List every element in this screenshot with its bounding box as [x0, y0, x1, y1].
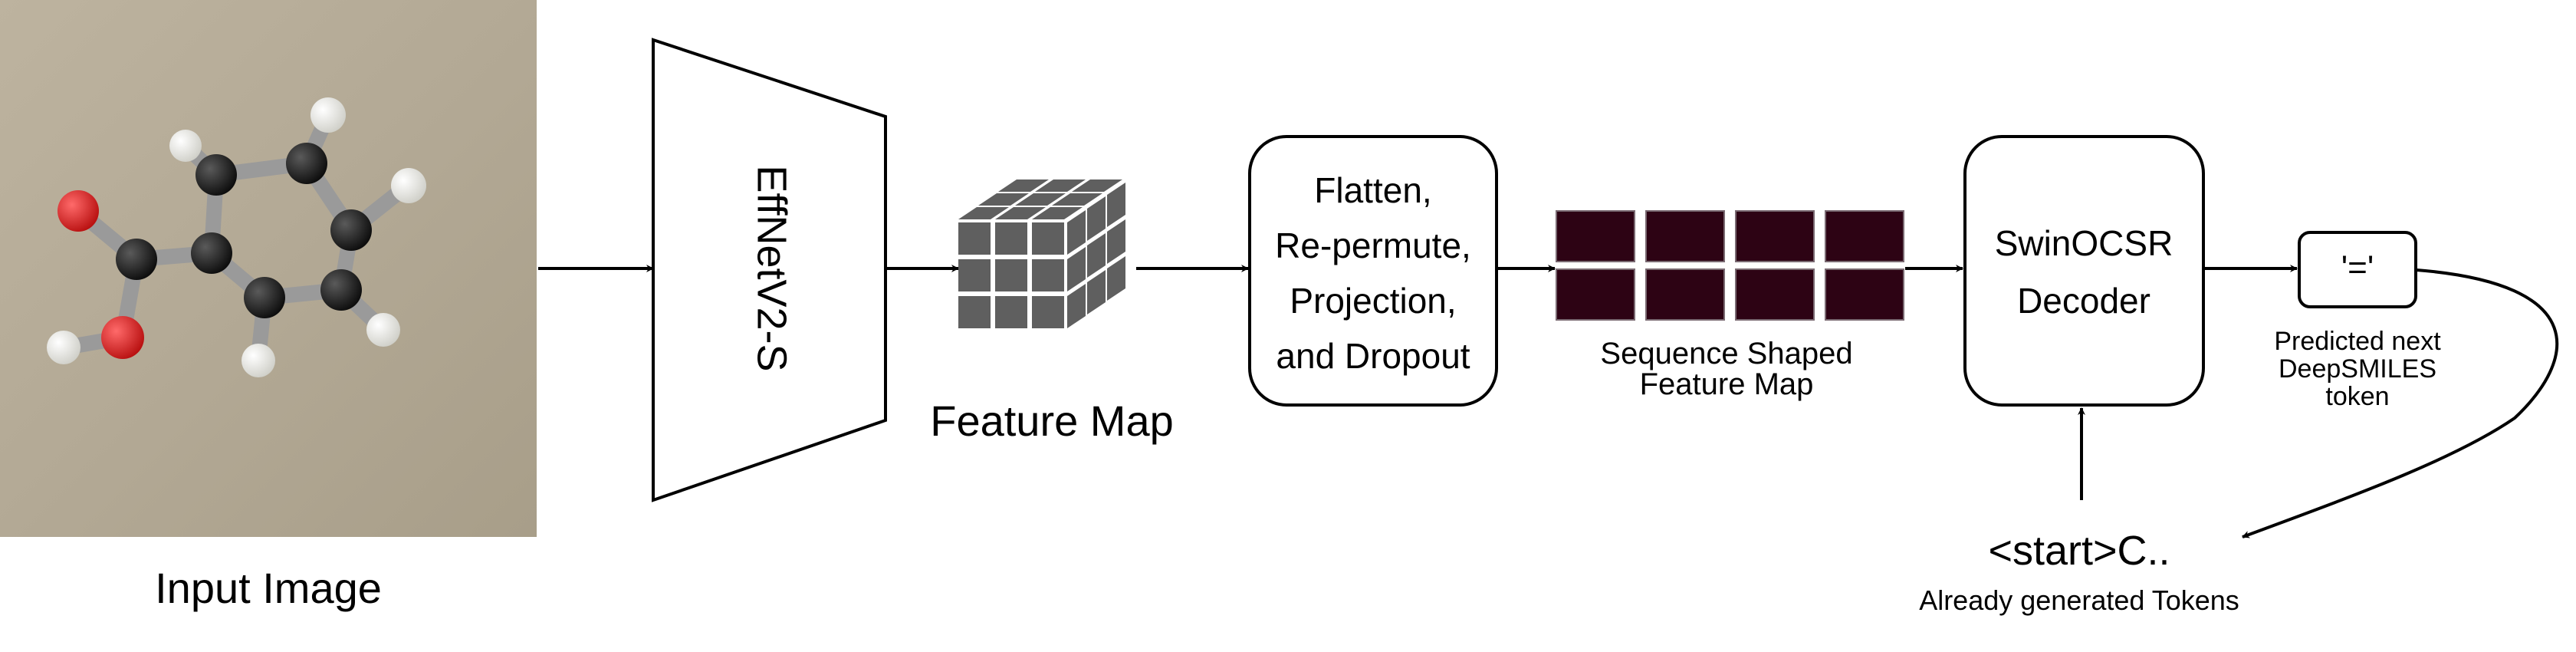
carbon-atom	[244, 277, 285, 318]
decoder-line: Decoder	[2017, 281, 2150, 321]
carbon-atom	[330, 209, 372, 251]
cube-side-cell	[1087, 270, 1106, 314]
feature-map-cube	[958, 179, 1125, 328]
oxygen-atom	[58, 190, 99, 232]
sequence-cell	[1556, 268, 1635, 321]
cube-side-cell	[1067, 284, 1086, 328]
decoder-block	[1963, 135, 2205, 407]
token-caption-line: Predicted next	[2274, 327, 2441, 356]
projection-line: Projection,	[1290, 281, 1456, 321]
sequence-cell	[1556, 210, 1635, 262]
input-image-label: Input Image	[155, 564, 382, 612]
projection-line: and Dropout	[1276, 336, 1470, 376]
hydrogen-atom	[242, 344, 275, 377]
cube-side-cell	[1107, 219, 1125, 264]
cube-top-cell	[998, 179, 1049, 192]
generated-tokens-value: <start>C..	[1988, 528, 2170, 574]
carbon-atom	[320, 269, 362, 311]
decoder-line: SwinOCSR	[1995, 223, 2174, 263]
sequence-cell	[1735, 268, 1815, 321]
cube-top-cell	[1072, 179, 1122, 192]
hydrogen-atom	[366, 313, 400, 347]
projection-block	[1248, 135, 1498, 407]
carbon-atom	[116, 239, 157, 280]
sequence-label-line: Feature Map	[1640, 367, 1814, 401]
encoder-block	[652, 38, 887, 502]
projection-line: Re-permute,	[1275, 226, 1471, 265]
encoder-label: EffNetV2-S	[749, 165, 795, 371]
token-caption-line: DeepSMILES	[2279, 354, 2436, 384]
carbon-atom	[191, 232, 232, 274]
cube-front-cell	[995, 296, 1027, 328]
cube-side-cell	[1087, 196, 1106, 241]
cube-top-cell	[1052, 193, 1102, 206]
sequence-cell	[1825, 210, 1904, 262]
arrow-token-feedback	[2242, 268, 2558, 538]
hydrogen-atom	[310, 97, 346, 133]
cube-side-cell	[1067, 210, 1086, 255]
token-caption-line: token	[2325, 382, 2389, 411]
cube-front-cell	[958, 222, 991, 255]
cube-side-cell	[1107, 256, 1125, 301]
sequence-feature-map	[1556, 210, 1904, 321]
cube-front-cell	[1032, 259, 1064, 291]
oxygen-atom	[101, 316, 144, 359]
cube-front-cell	[1032, 296, 1064, 328]
feature-map-label: Feature Map	[930, 397, 1174, 445]
molecule-model	[47, 97, 426, 377]
cube-top-cell	[1035, 179, 1086, 192]
cube-side-cell	[1087, 233, 1106, 278]
cube-side-cell	[1107, 183, 1125, 227]
input-image	[0, 0, 537, 537]
cube-side-cell	[1067, 247, 1086, 291]
cube-top-cell	[978, 193, 1029, 206]
projection-line: Flatten,	[1314, 170, 1431, 210]
sequence-cell	[1825, 268, 1904, 321]
cube-top-cell	[1015, 193, 1066, 206]
cube-top-cell	[1032, 207, 1083, 219]
carbon-atom	[196, 154, 237, 196]
sequence-cell	[1645, 210, 1725, 262]
carbon-atom	[286, 143, 327, 184]
predicted-token-value: '='	[2341, 249, 2374, 287]
predicted-token-box	[2298, 231, 2417, 308]
cube-top-cell	[995, 207, 1046, 219]
generated-tokens-caption: Already generated Tokens	[1919, 584, 2239, 616]
cube-front-cell	[995, 259, 1027, 291]
cube-top-cell	[958, 207, 1009, 219]
cube-front-cell	[958, 259, 991, 291]
sequence-cell	[1645, 268, 1725, 321]
hydrogen-atom	[391, 168, 426, 203]
hydrogen-atom	[47, 331, 80, 364]
cube-front-cell	[958, 296, 991, 328]
flow-arrows	[538, 265, 2558, 538]
sequence-cell	[1735, 210, 1815, 262]
sequence-label-line: Sequence Shaped	[1600, 337, 1852, 370]
photo-background	[0, 0, 537, 537]
cube-front-cell	[1032, 222, 1064, 255]
hydrogen-atom	[169, 130, 202, 162]
cube-front-cell	[995, 222, 1027, 255]
